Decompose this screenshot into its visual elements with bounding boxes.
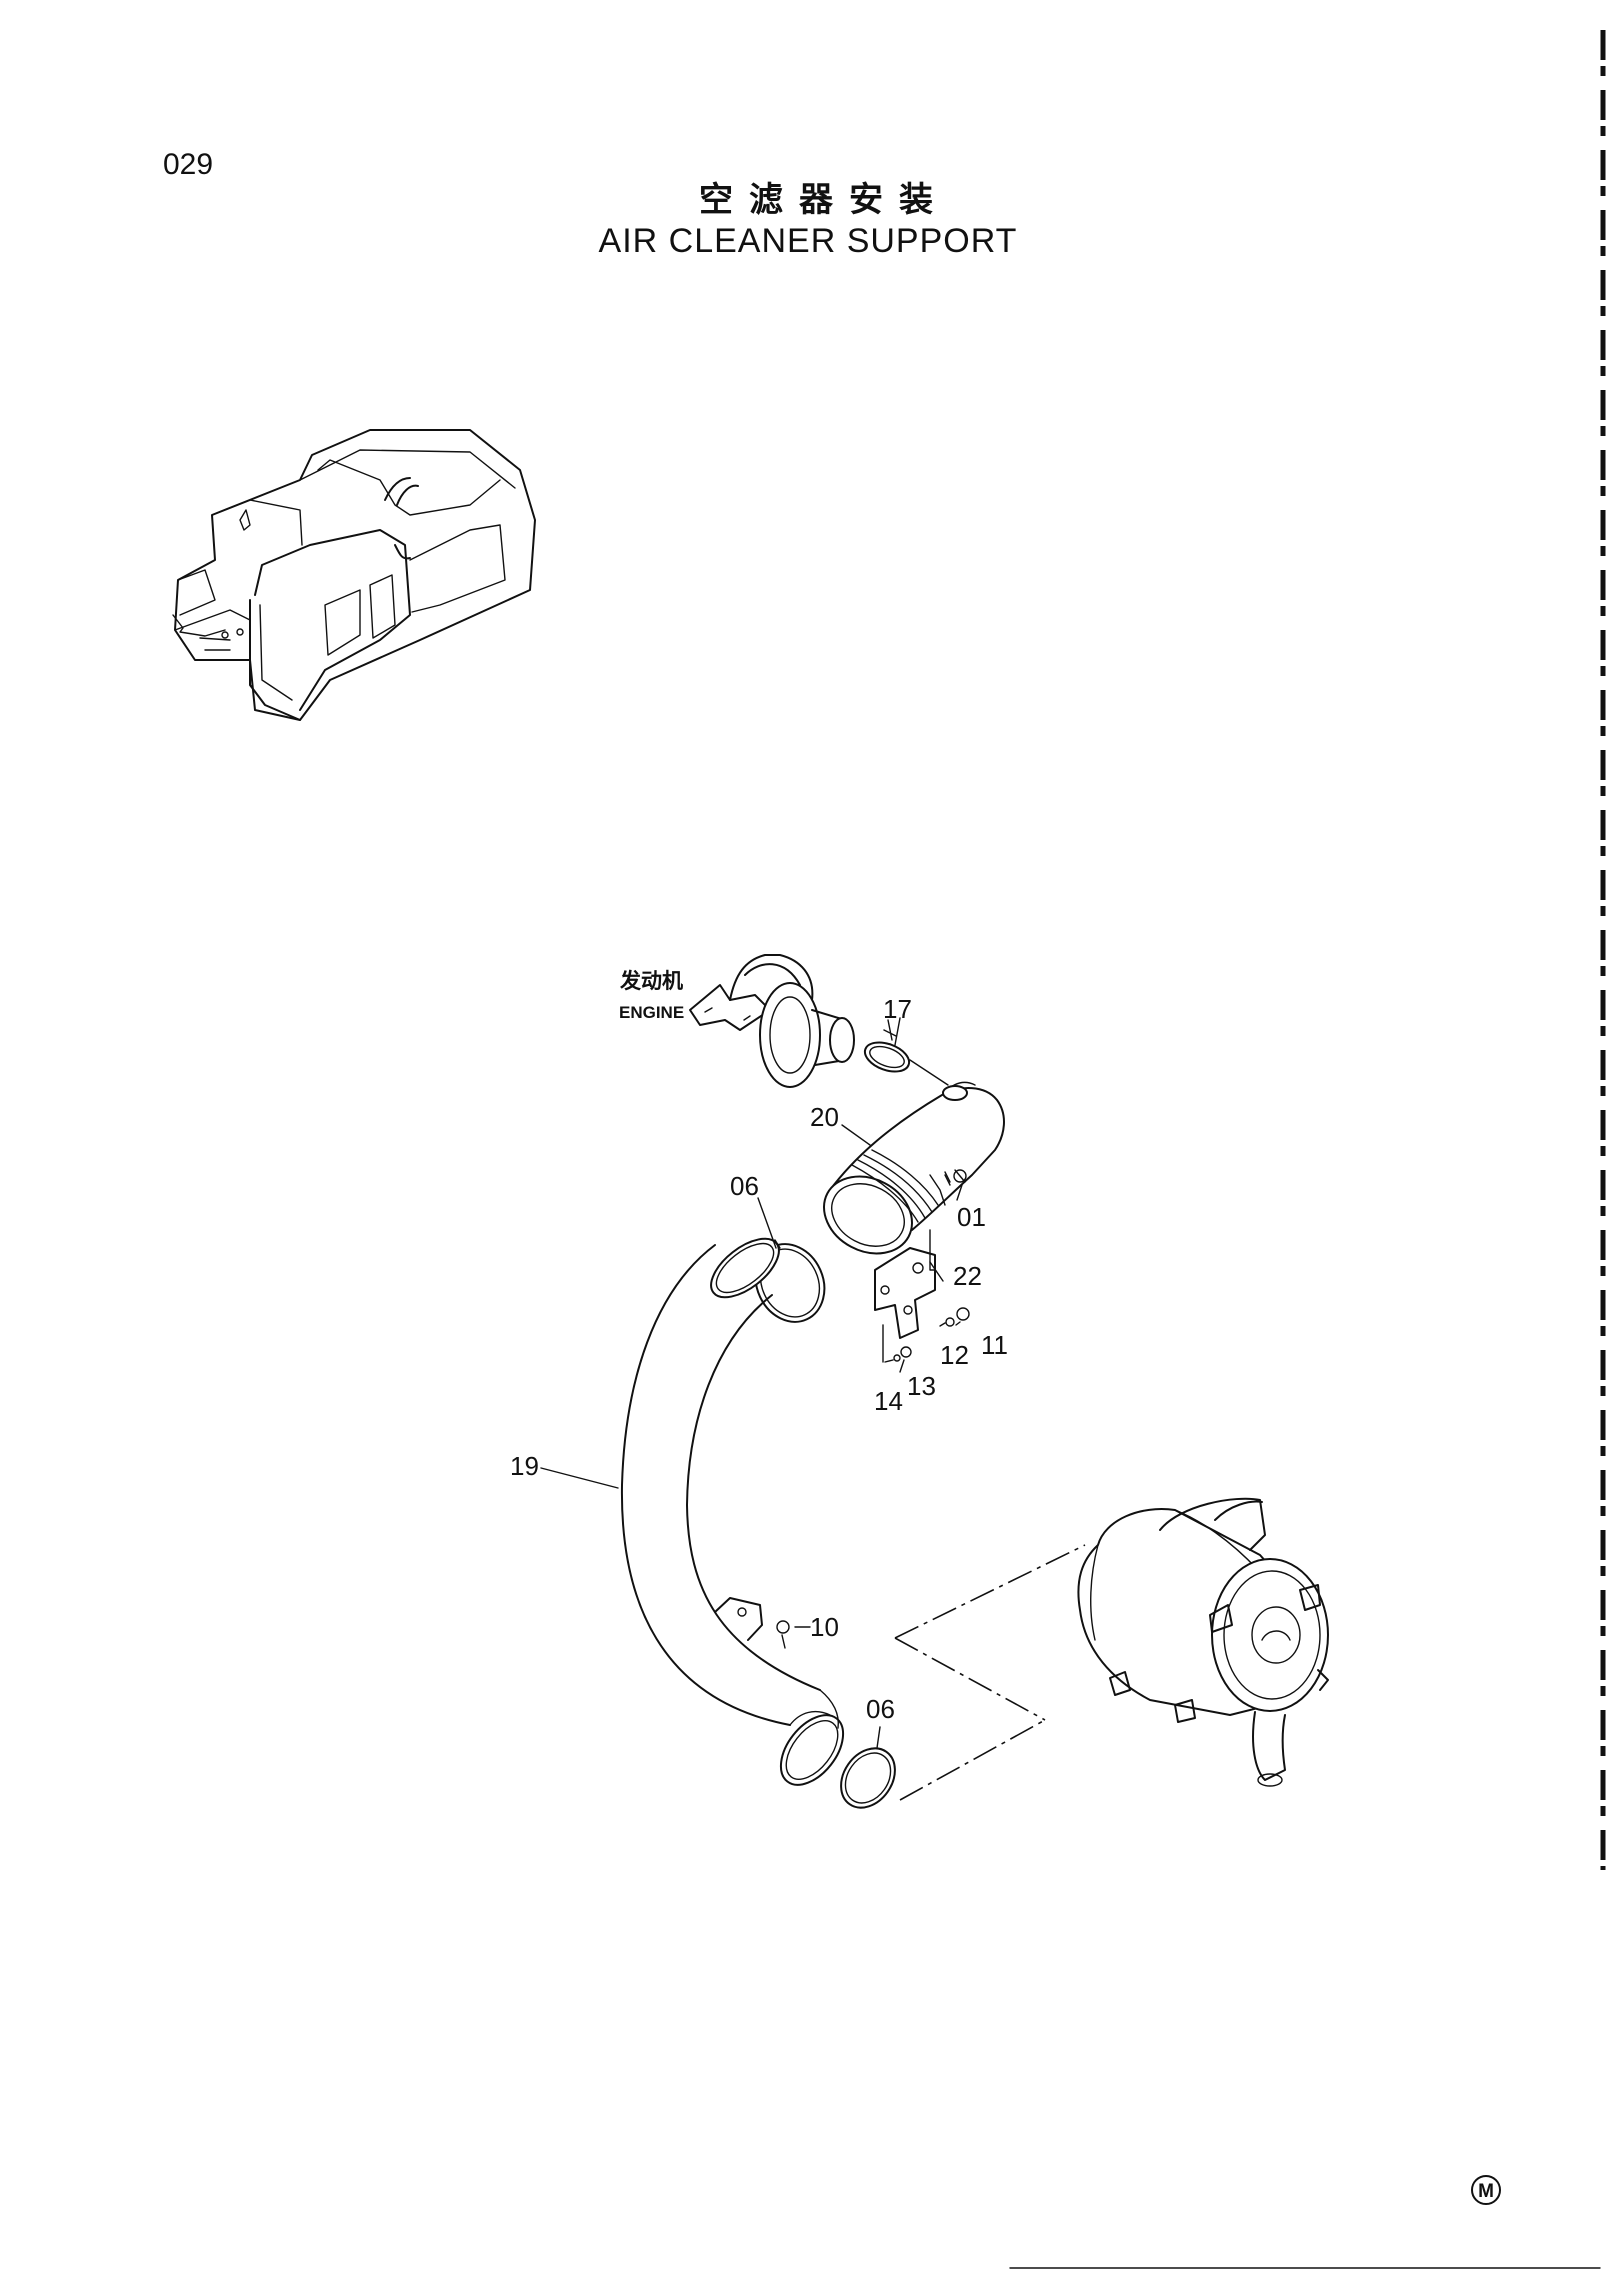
callout-01: 01 [957,1202,986,1232]
callout-10: 10 [810,1612,839,1642]
engine-turbocharger [689,954,855,1088]
clamp-06-lower [840,1747,896,1809]
bolt-13-washer-14 [882,1324,912,1363]
assembly-line [909,1059,949,1086]
clamp-17 [863,1019,911,1073]
assembly-line [929,1229,936,1271]
circled-m-mark: M [1471,2175,1501,2205]
engine-label-cn: 发动机 [619,969,683,993]
bolt-10 [776,1620,790,1649]
bracket-22 [874,1247,936,1339]
assembly-line [894,1544,1086,1639]
callout-11: 11 [981,1330,1008,1360]
bolt-01 [944,1169,967,1183]
engine-label-en: ENGINE [619,1003,684,1022]
callout-06-upper: 06 [730,1171,759,1201]
bolt-11-washer-12 [939,1307,970,1327]
air-cleaner [1077,1497,1329,1787]
hose-bracket [714,1597,763,1641]
callout-19: 19 [510,1451,539,1481]
machine-overview-illustration [172,429,536,721]
hose-19 [620,1237,845,1786]
page-title-english: AIR CLEANER SUPPORT [598,222,1018,260]
mark-letter: M [1478,2181,1494,2202]
callout-14: 14 [874,1386,903,1416]
assembly-line [894,1637,1046,1721]
callout-13: 13 [907,1371,936,1401]
leader-lines [540,1017,963,1749]
page-title-chinese: 空滤器安装 [699,180,949,220]
elbow-hose-20 [823,1081,1005,1255]
assembly-line [899,1719,1046,1801]
callout-12: 12 [940,1340,969,1370]
callout-06-lower: 06 [866,1694,895,1724]
callout-20: 20 [810,1102,839,1132]
callout-17: 17 [883,994,912,1024]
callout-22: 22 [953,1261,982,1291]
page-number: 029 [163,148,214,181]
